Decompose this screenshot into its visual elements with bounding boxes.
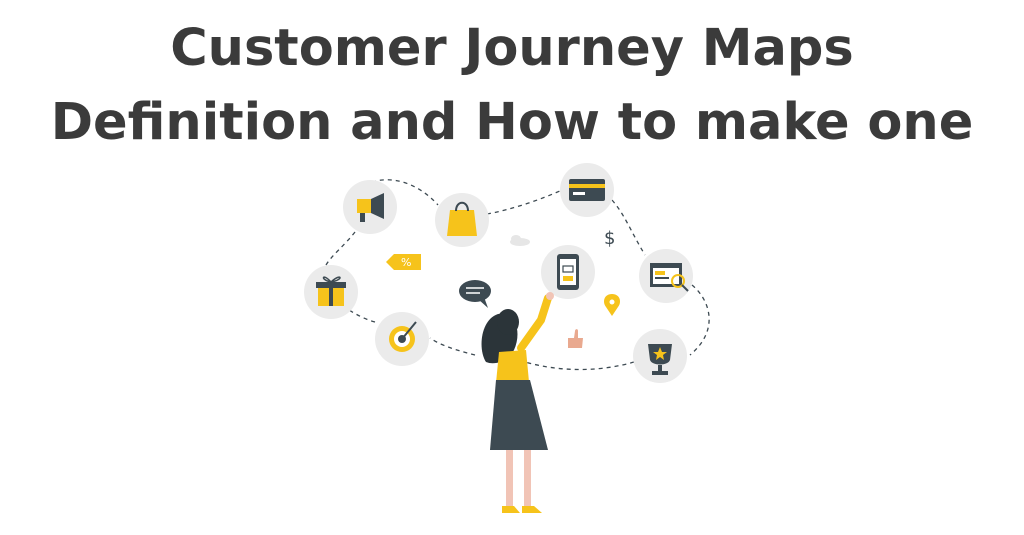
- chat-bubble-icon: [459, 280, 491, 308]
- megaphone-icon: [343, 180, 397, 234]
- smartphone-cart-icon: [541, 245, 595, 299]
- thumbs-up-icon: [568, 329, 583, 348]
- dollar-sign: $: [604, 228, 615, 249]
- web-search-icon: [639, 249, 693, 303]
- location-pin-icon: [604, 294, 620, 316]
- percent-label: %: [401, 256, 411, 269]
- title-line-2: Definition and How to make one: [50, 93, 974, 152]
- price-tag-icon: %: [386, 254, 421, 270]
- shopping-bag-icon: [435, 193, 489, 247]
- gift-icon: [304, 265, 358, 319]
- title-line-1: Customer Journey Maps: [170, 19, 854, 78]
- journey-path: [325, 179, 710, 371]
- trophy-icon: [633, 329, 687, 383]
- customer-journey-illustration: $ %: [304, 163, 710, 513]
- woman-figure: [481, 292, 554, 513]
- credit-card-icon: [560, 163, 614, 217]
- target-icon: [375, 312, 429, 366]
- cloud-icon: [510, 235, 530, 246]
